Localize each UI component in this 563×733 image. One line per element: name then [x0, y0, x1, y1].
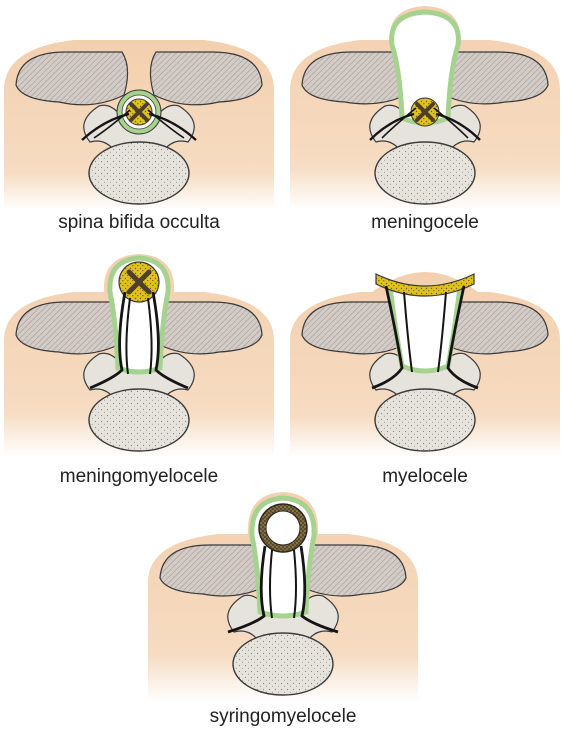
label-spina-bifida-occulta: spina bifida occulta	[4, 212, 274, 234]
panel-meningomyelocele	[4, 252, 274, 457]
label-meningomyelocele: meningomyelocele	[4, 466, 274, 488]
panel-meningocele	[290, 0, 560, 210]
syringomyelocele-illustration	[148, 490, 418, 702]
label-syringomyelocele: syringomyelocele	[148, 706, 418, 728]
myelocele-illustration	[290, 262, 560, 457]
panel-myelocele	[290, 262, 560, 457]
meningocele-illustration	[290, 0, 560, 210]
spina-bifida-occulta-illustration	[4, 10, 274, 210]
label-myelocele: myelocele	[290, 466, 560, 488]
meningomyelocele-illustration	[4, 252, 274, 457]
label-meningocele: meningocele	[290, 212, 560, 234]
panel-spina-bifida-occulta	[4, 10, 274, 210]
panel-syringomyelocele	[148, 490, 418, 702]
